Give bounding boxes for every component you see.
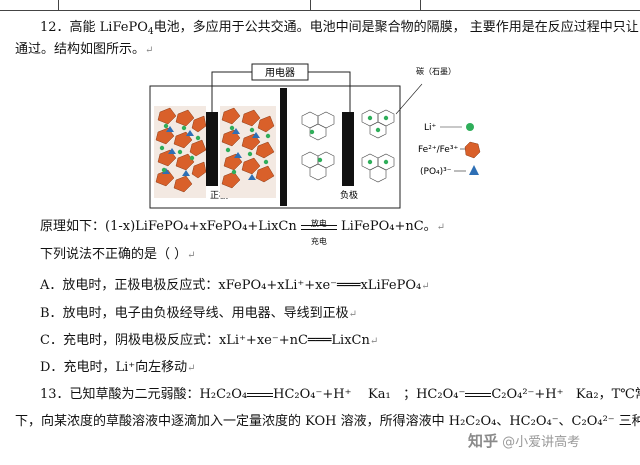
question12-line1: 12．高能 LiFePO4电池，多应用于公共交通。电池中间是聚合物的隔膜， 主要… bbox=[40, 20, 640, 37]
option-c: C．充电时，阴极电极反应式：xLi⁺+xe⁻+nC═══LixCn↵ bbox=[40, 333, 379, 348]
positive-electrode bbox=[206, 112, 218, 186]
question-prompt: 下列说法不正确的是（ ）↵ bbox=[40, 247, 196, 262]
graphite-right bbox=[361, 109, 395, 183]
legend-po4-label: (PO₄)³⁻ bbox=[420, 167, 452, 177]
battery-diagram: 用电器 正极 bbox=[149, 63, 481, 209]
watermark-account: @小爱讲高考 bbox=[502, 435, 581, 450]
wire-left bbox=[211, 71, 252, 112]
question-number: 12． bbox=[40, 20, 70, 35]
cathode-crystal bbox=[154, 106, 207, 198]
equilibrium-arrow bbox=[465, 390, 492, 400]
table-divider bbox=[420, 0, 421, 10]
option-d: D．充电时，Li⁺向左移动↵ bbox=[40, 360, 196, 375]
green-circle-icon bbox=[466, 123, 474, 131]
legend-fe-label: Fe²⁺/Fe³⁺ bbox=[418, 145, 458, 155]
carbon-label: 碳（石墨） bbox=[416, 66, 456, 76]
reversible-arrow: 放电 充电 bbox=[300, 219, 337, 246]
negative-label: 负极 bbox=[340, 189, 358, 201]
orange-hexagon-icon bbox=[464, 141, 481, 159]
carbon-pointer bbox=[395, 83, 423, 115]
equilibrium-arrow bbox=[247, 390, 274, 400]
load-label: 用电器 bbox=[265, 66, 295, 79]
legend: Li⁺ Fe²⁺/Fe³⁺ (PO₄)³⁻ bbox=[418, 123, 481, 177]
cell-outline bbox=[149, 85, 401, 209]
graphite-left bbox=[301, 111, 335, 181]
load-box bbox=[251, 63, 309, 81]
cathode-crystal-right bbox=[220, 106, 276, 198]
table-divider bbox=[310, 0, 311, 10]
watermark: 知乎 @小爱讲高考 bbox=[468, 430, 580, 451]
separator bbox=[280, 88, 287, 206]
option-b: B．放电时，电子由负极经导线、用电器、导线到正极↵ bbox=[40, 306, 357, 321]
question13-line2: 下，向某浓度的草酸溶液中逐滴加入一定量浓度的 KOH 溶液，所得溶液中 H₂C₂… bbox=[15, 414, 640, 429]
principle-equation: 原理如下：(1-x)LiFePO₄+xFePO₄+LixCn 放电 充电 LiF… bbox=[40, 218, 446, 246]
option-a: A．放电时，正极电极反应式：xFePO₄+xLi⁺+xe⁻═══xLiFePO₄… bbox=[40, 278, 430, 293]
table-border bbox=[0, 0, 640, 11]
question12-line2: 通过。结构如图所示。↵ bbox=[15, 42, 154, 57]
wire-right bbox=[308, 71, 351, 112]
legend-li-label: Li⁺ bbox=[424, 123, 437, 133]
blue-triangle-icon bbox=[469, 165, 479, 175]
zhihu-logo: 知乎 bbox=[468, 432, 499, 450]
negative-electrode bbox=[342, 112, 354, 186]
table-divider bbox=[58, 0, 59, 10]
